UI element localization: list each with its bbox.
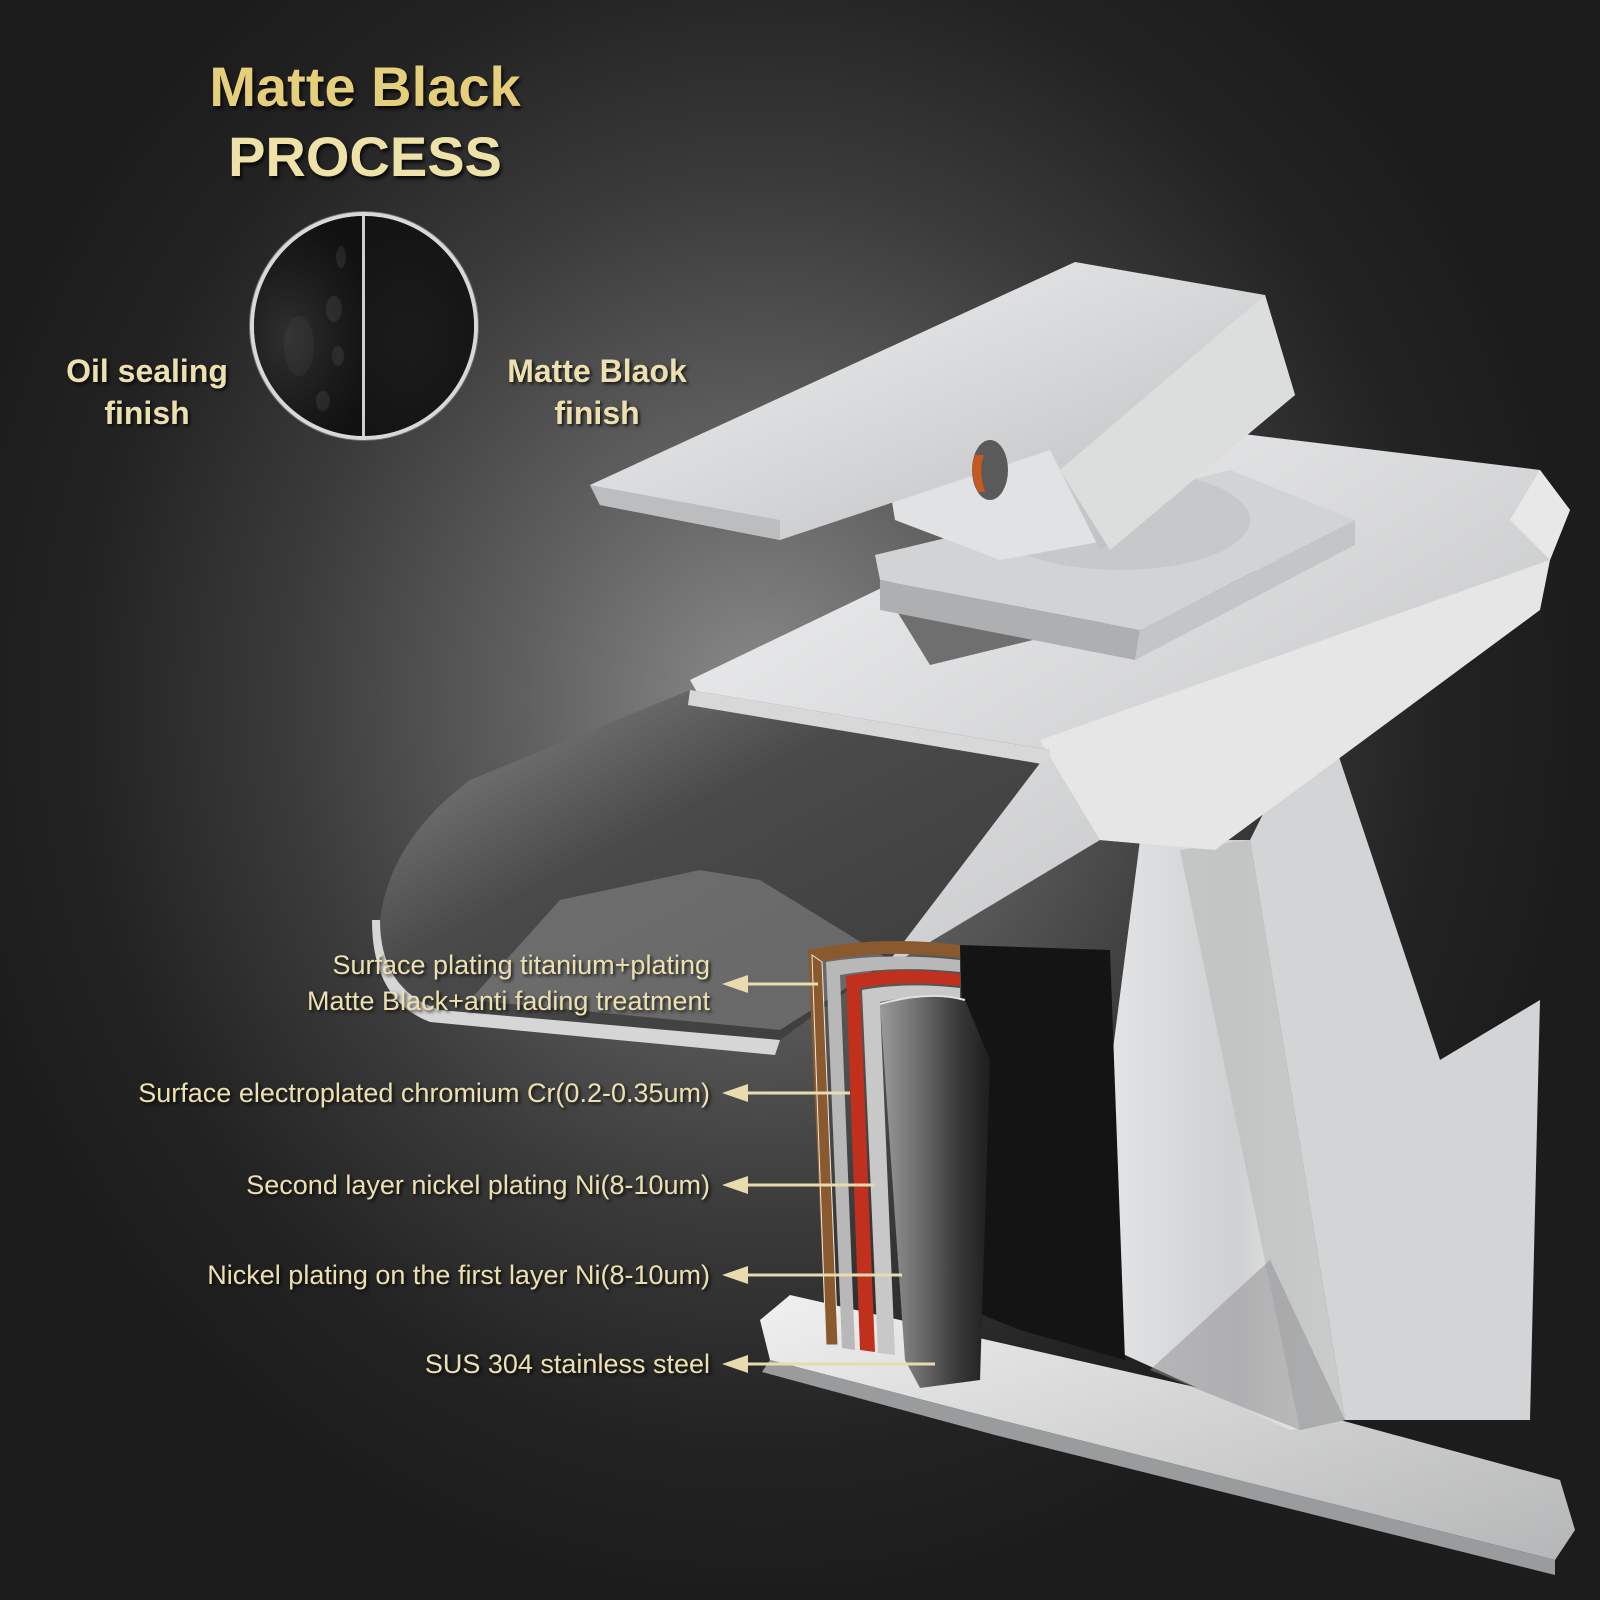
layer-label-titanium: Surface plating titanium+plating Matte B… — [307, 950, 710, 1016]
title-line-1: Matte Black — [209, 55, 521, 118]
faucet-body — [1070, 700, 1540, 1430]
arrow-titanium-layer — [722, 975, 818, 993]
oil-sealing-finish-label: Oil sealing finish — [66, 353, 228, 431]
finish-comparison-swatch — [250, 212, 478, 440]
swatch-divider — [362, 216, 365, 436]
layer-label-second-nickel: Second layer nickel plating Ni(8-10um) — [246, 1170, 710, 1200]
arrow-first-nickel-layer — [722, 1266, 902, 1284]
layer-label-chromium: Surface electroplated chromium Cr(0.2-0.… — [138, 1078, 710, 1108]
faucet-handle-lever — [590, 262, 1295, 560]
arrow-chromium-layer — [722, 1084, 850, 1102]
arrow-stainless-steel-layer — [722, 1355, 935, 1373]
layer-label-first-nickel: Nickel plating on the first layer Ni(8-1… — [207, 1260, 710, 1290]
matte-black-finish-label: Matte Blaok finish — [507, 353, 687, 431]
annotation-arrows — [722, 975, 935, 1373]
title-line-2: PROCESS — [228, 125, 502, 188]
layer-label-stainless-steel: SUS 304 stainless steel — [424, 1349, 710, 1379]
page-title: Matte Black PROCESS — [160, 52, 570, 192]
cutaway-shadow — [960, 945, 1125, 1360]
oil-sealing-finish-sample — [254, 216, 364, 436]
matte-black-finish-sample — [364, 216, 474, 436]
arrow-second-nickel-layer — [722, 1176, 875, 1194]
plating-cross-section — [808, 941, 990, 1388]
